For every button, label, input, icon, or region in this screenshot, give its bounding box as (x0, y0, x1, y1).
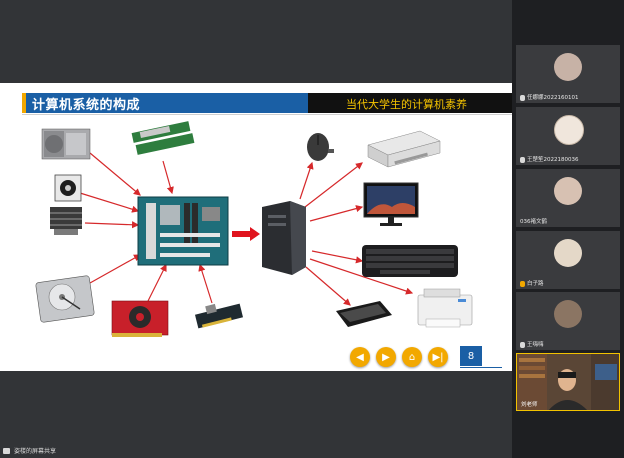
avatar (554, 53, 582, 81)
participant-tile[interactable]: 王楚笙2022180036 (516, 107, 620, 165)
arrow-to-case (232, 227, 260, 241)
motherboard-icon (137, 196, 229, 266)
screen-share-bar: 姿楼的屏幕共享 (0, 446, 512, 458)
page-number: 8 (460, 346, 482, 366)
cpu-cooler-icon (50, 207, 82, 235)
avatar (554, 239, 582, 267)
power-supply-icon (41, 128, 91, 160)
participant-name: 王嗨嗨 (527, 342, 544, 348)
participant-name-wrap: 036褚文鹤 (520, 217, 547, 225)
pc-case-icon (262, 201, 306, 275)
participant-tile[interactable]: 王嗨嗨 (516, 292, 620, 350)
participant-tile[interactable]: 036褚文鹤 (516, 169, 620, 227)
participant-name-wrap: 刘老师 (521, 400, 538, 408)
optical-drive-icon (367, 130, 441, 168)
chevron-right-icon: ▶ (382, 351, 390, 363)
monitor-icon (363, 182, 419, 226)
presentation-slide: 计算机系统的构成 当代大学生的计算机素养 (0, 83, 512, 371)
screen-share-label: 姿楼的屏幕共享 (14, 448, 57, 455)
active-speaker-video[interactable]: 刘老师 (516, 353, 620, 411)
participant-tile[interactable]: 任娜娜2022160101 (516, 45, 620, 103)
arrows-to-motherboard (79, 152, 213, 304)
participant-name-wrap: 白子路 (520, 279, 544, 287)
next-slide-button[interactable]: ▶ (376, 347, 396, 367)
slide-title-bar: 计算机系统的构成 (22, 93, 308, 113)
cpu-icon (54, 174, 82, 202)
participant-name: 任娜娜2022160101 (527, 95, 579, 101)
participant-name: 036褚文鹤 (520, 219, 547, 225)
memory-module-icon (131, 121, 195, 155)
mouse-icon (307, 133, 334, 161)
keyboard-icon (362, 245, 458, 277)
avatar (554, 300, 582, 328)
participant-tile[interactable]: 白子路 (516, 231, 620, 289)
home-icon: ⌂ (408, 351, 416, 363)
hard-disk-icon (35, 275, 95, 323)
printer-icon (417, 288, 473, 328)
avatar (554, 177, 582, 205)
prev-slide-button[interactable]: ◀ (350, 347, 370, 367)
mic-icon (520, 94, 525, 101)
home-slide-button[interactable]: ⌂ (402, 347, 422, 367)
arrows-to-peripherals (299, 161, 414, 306)
mic-icon (520, 341, 525, 348)
speaker-name: 刘老师 (521, 402, 538, 408)
title-accent (22, 93, 26, 113)
page-number-underline (460, 367, 502, 368)
chevron-left-icon: ◀ (356, 351, 364, 363)
title-divider (22, 114, 512, 115)
screen-share-icon (3, 448, 10, 454)
speaker-video-frame (517, 354, 619, 410)
slide-subtitle: 当代大学生的计算机素养 (346, 98, 467, 111)
participant-sidebar: 任娜娜2022160101 王楚笙2022180036 036褚文鹤 白子路 王… (512, 0, 624, 458)
expansion-card-icon (194, 303, 244, 329)
avatar (554, 115, 584, 145)
mic-icon (520, 156, 525, 163)
user-icon (520, 280, 525, 287)
slide-title: 计算机系统的构成 (32, 98, 141, 113)
computer-system-diagram (35, 121, 473, 337)
shared-screen-area: 计算机系统的构成 当代大学生的计算机素养 (0, 83, 512, 371)
scanner-icon (336, 301, 392, 327)
participant-name-wrap: 王楚笙2022180036 (520, 155, 579, 163)
participant-name: 王楚笙2022180036 (527, 157, 579, 163)
participant-name: 白子路 (527, 281, 544, 287)
graphics-card-icon (111, 300, 169, 337)
participant-name-wrap: 王嗨嗨 (520, 340, 544, 348)
skip-end-icon: ▶| (432, 351, 444, 363)
participant-name-wrap: 任娜娜2022160101 (520, 93, 579, 101)
slide-subtitle-bar: 当代大学生的计算机素养 (308, 93, 512, 113)
end-slide-button[interactable]: ▶| (428, 347, 448, 367)
